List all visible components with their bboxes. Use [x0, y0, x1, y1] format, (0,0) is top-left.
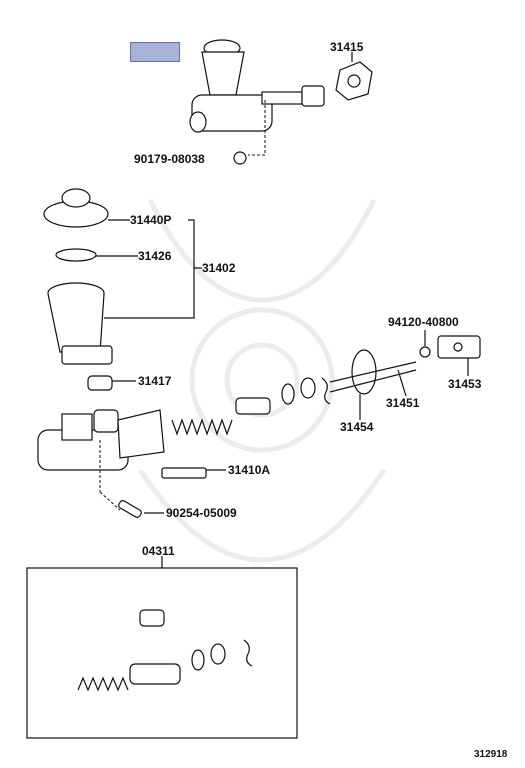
- nut-94120: [419, 346, 431, 358]
- label-31454[interactable]: 31454: [340, 420, 374, 434]
- grommet-31417: [87, 375, 113, 391]
- label-90179-08038[interactable]: 90179-08038: [134, 152, 205, 166]
- strainer-31426: [55, 248, 97, 262]
- reservoir-body: [47, 282, 113, 365]
- spring-31410a: [161, 467, 207, 479]
- highlighted-part-box[interactable]: [130, 42, 180, 62]
- kit-box-04311: [26, 567, 298, 739]
- reservoir-cap-31440p: [43, 188, 109, 228]
- figure-code: 312918: [474, 749, 508, 760]
- label-04311[interactable]: 04311: [142, 544, 175, 558]
- label-31453[interactable]: 31453: [448, 377, 482, 391]
- label-31440p[interactable]: 31440P: [130, 213, 172, 227]
- kit-contents: [77, 609, 253, 692]
- master-cylinder-assembly: [189, 39, 325, 165]
- label-31417[interactable]: 31417: [138, 374, 172, 388]
- cylinder-body: [37, 409, 165, 511]
- label-31415[interactable]: 31415: [330, 40, 364, 54]
- label-31402[interactable]: 31402: [202, 261, 236, 275]
- label-31426[interactable]: 31426: [138, 249, 172, 263]
- label-94120-40800[interactable]: 94120-40800: [388, 315, 459, 329]
- label-90254-05009[interactable]: 90254-05009: [166, 506, 237, 520]
- piston-group: [171, 377, 331, 436]
- gasket-31415: [335, 61, 373, 101]
- pin-90254: [118, 500, 142, 518]
- label-31451[interactable]: 31451: [386, 396, 420, 410]
- watermark-emblem: [137, 198, 387, 563]
- label-31410a[interactable]: 31410A: [228, 463, 271, 477]
- clevis-31453: [437, 335, 481, 359]
- pushrod-assembly: [329, 349, 417, 420]
